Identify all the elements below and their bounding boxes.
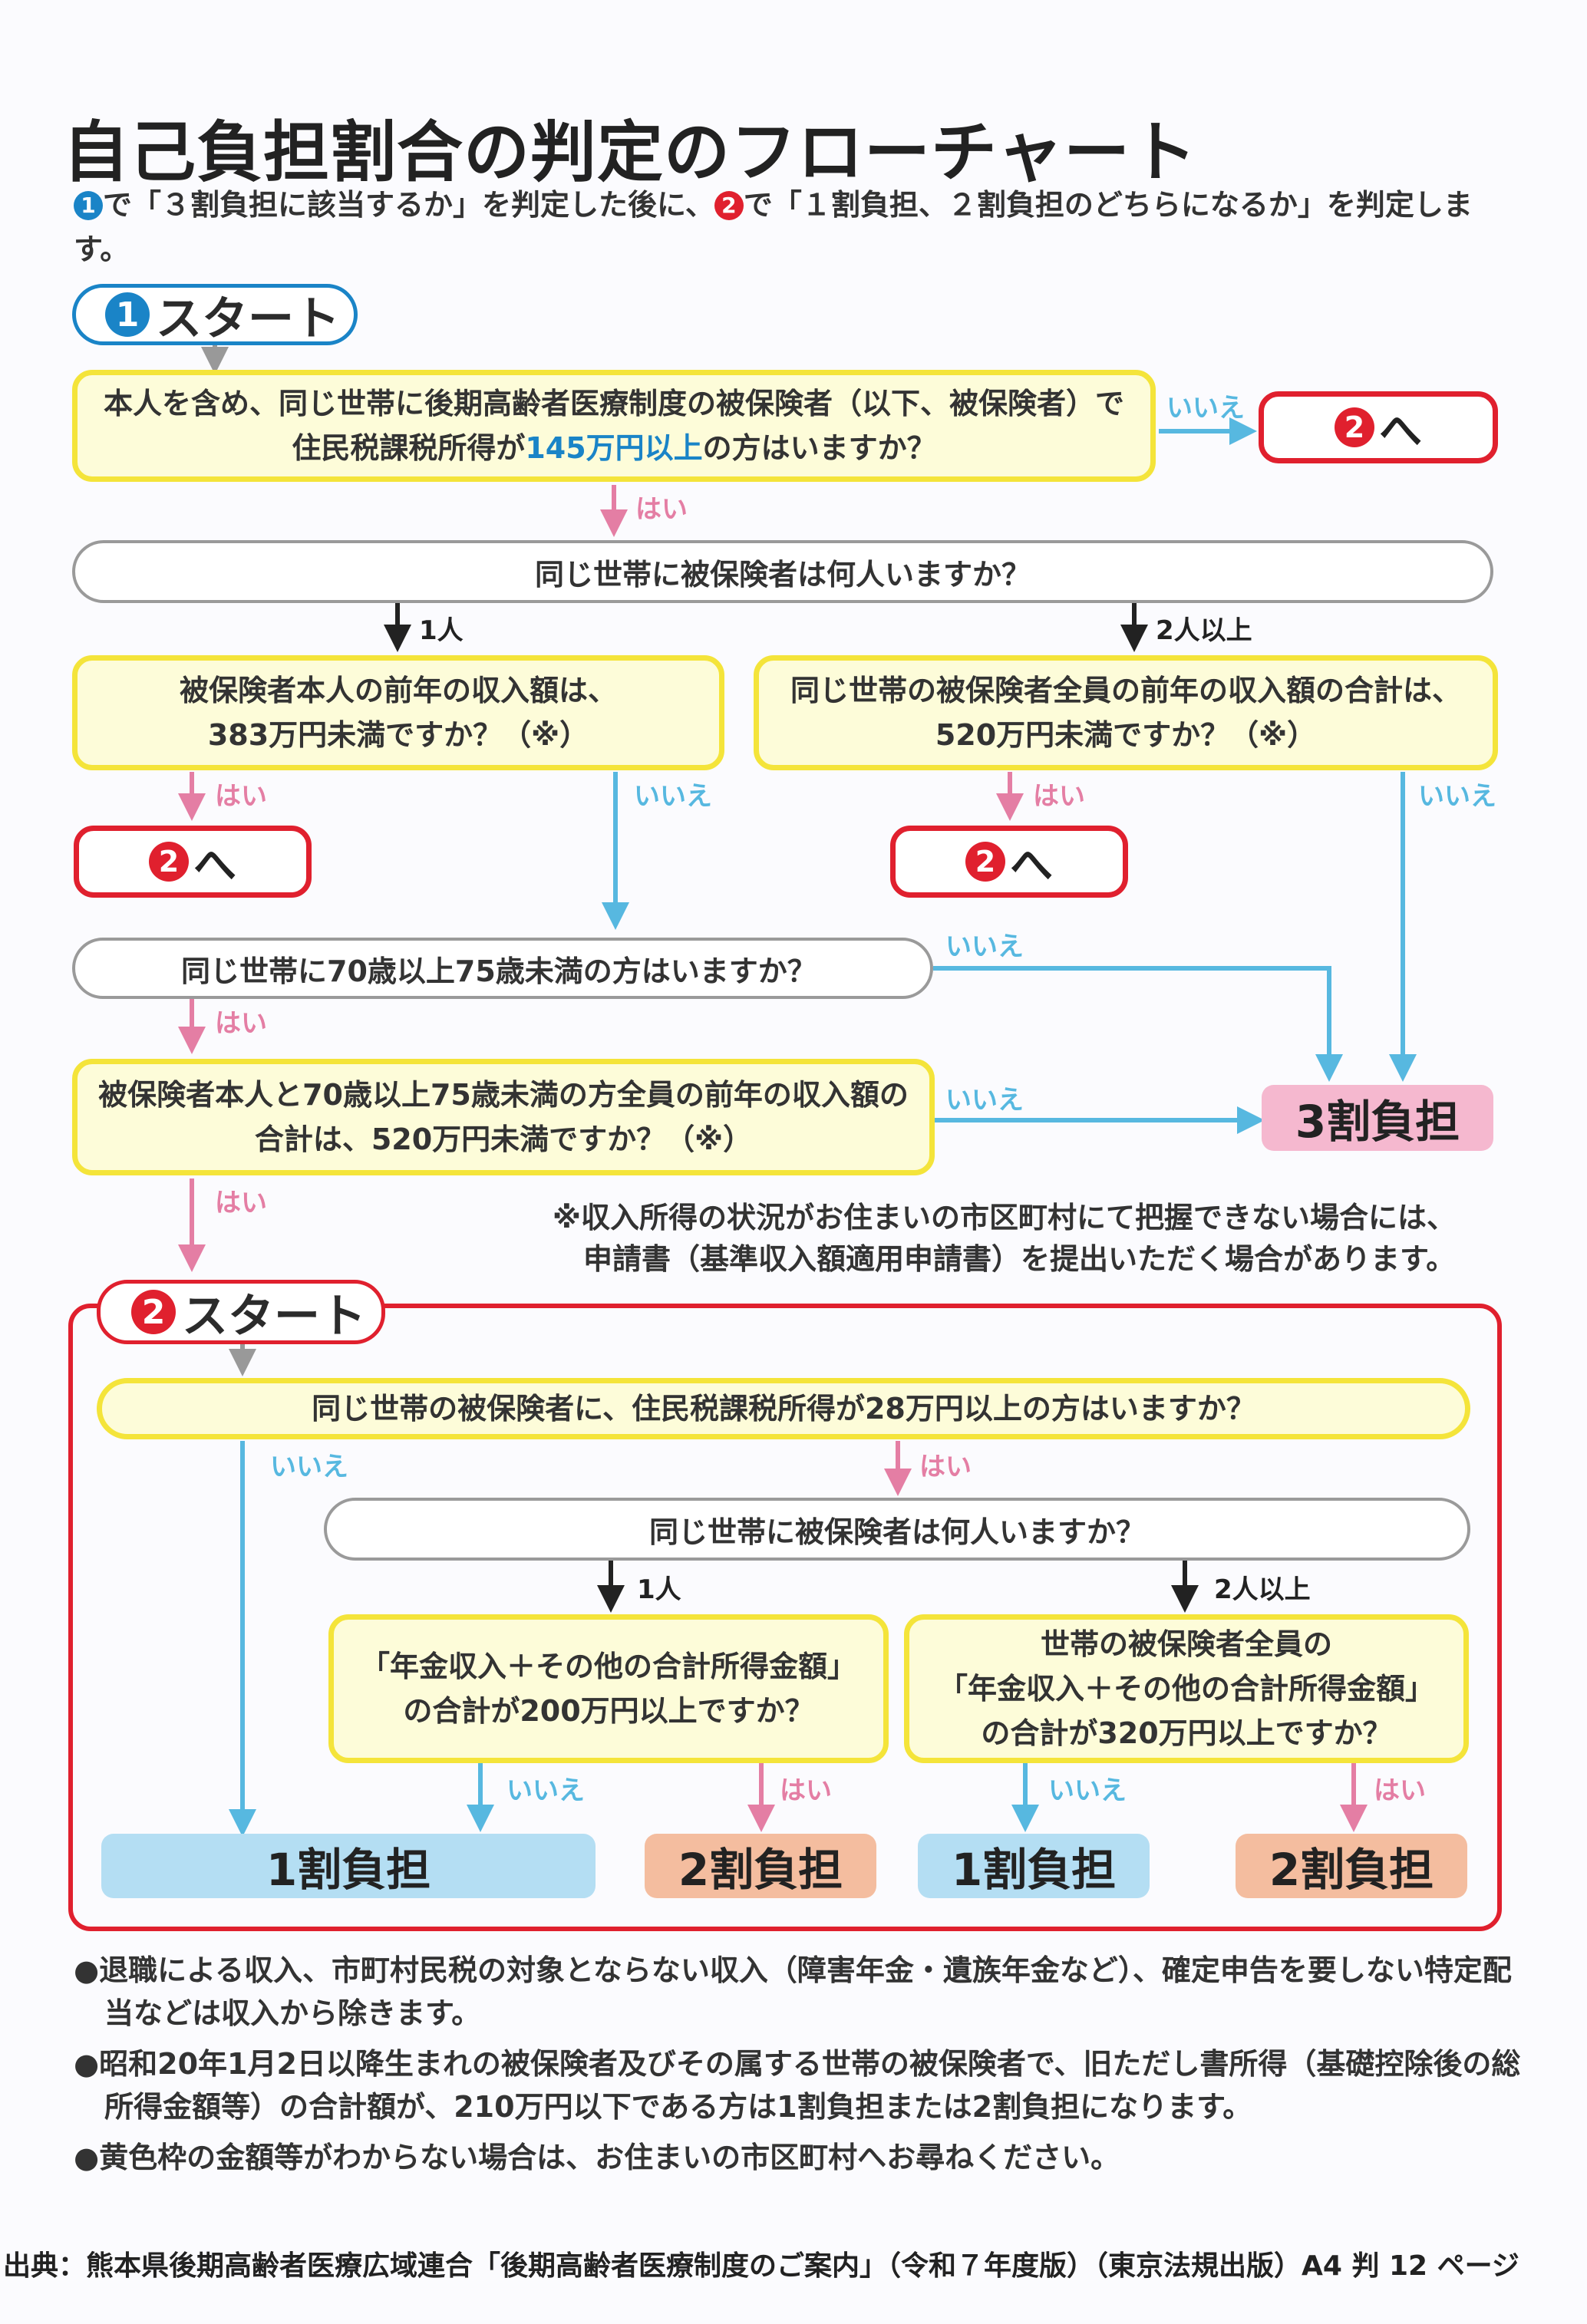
q5-box: 同じ世帯に70歳以上75歳未満の方はいますか？ <box>72 938 933 999</box>
q6-line1: 被保険者本人と70歳以上75歳未満の方全員の前年の収入額の <box>98 1078 909 1112</box>
q4-box: 同じ世帯の被保険者全員の前年の収入額の合計は、 520万円未満ですか？（※） <box>754 655 1498 770</box>
intro-part1: で「３割負担に該当するか」を判定した後に、 <box>103 188 714 222</box>
q9-line1: 「年金収入＋その他の合計所得金額」 <box>360 1650 856 1683</box>
q10-yes-label: はい <box>1374 1775 1426 1806</box>
result-2wari-b: 2割負担 <box>1236 1834 1467 1898</box>
q1-yes-label: はい <box>635 494 688 525</box>
intro-part2: で「１割負担、２割負担のどちらになるか」を判定します。 <box>74 188 1473 266</box>
goto-number: 2 <box>149 842 189 882</box>
q10-box: 世帯の被保険者全員の 「年金収入＋その他の合計所得金額」 の合計が320万円以上… <box>904 1614 1469 1763</box>
q4-no-label: いいえ <box>1418 781 1496 812</box>
q4-line2: 520万円未満ですか？（※） <box>935 718 1317 752</box>
footnote-item: ●昭和20年1月2日以降生まれの被保険者及びその属する世帯の被保険者で、旧ただし… <box>74 2047 1521 2124</box>
goto-number: 2 <box>965 842 1005 882</box>
q10-line2: 「年金収入＋その他の合計所得金額」 <box>938 1672 1434 1706</box>
start2-number: 2 <box>131 1290 176 1334</box>
page-title: 自己負担割合の判定のフローチャート <box>63 114 1198 191</box>
q8-one-label: 1人 <box>637 1574 681 1605</box>
footnote-item: ●黄色枠の金額等がわからない場合は、お住まいの市区町村へお尋ねください。 <box>74 2141 1120 2174</box>
start2-badge: 2 スタート <box>97 1280 385 1344</box>
q1-no-label: いいえ <box>1166 393 1245 424</box>
result-1wari-a: 1割負担 <box>101 1834 596 1898</box>
footnote-item: ●退職による収入、市町村民税の対象とならない収入（障害年金・遺族年金など）、確定… <box>74 1953 1512 2030</box>
q8-box: 同じ世帯に被保険者は何人いますか？ <box>324 1498 1470 1561</box>
q6-line2: 合計は、520万円未満ですか？（※） <box>254 1122 753 1156</box>
q5-no-label: いいえ <box>945 931 1024 962</box>
income-note: ※収入所得の状況がお住まいの市区町村にて把握できない場合には、 申請書（基準収入… <box>553 1197 1512 1280</box>
q7-yes-label: はい <box>919 1452 972 1482</box>
q4-yes-label: はい <box>1033 781 1085 812</box>
q6-yes-label: はい <box>215 1188 267 1218</box>
q9-line2: の合計が200万円以上ですか？ <box>403 1694 814 1728</box>
source-citation: 出典：熊本県後期高齢者医療広域連合「後期高齢者医療制度のご案内」（令和７年度版）… <box>3 2250 1519 2282</box>
result-1wari-b: 1割負担 <box>918 1834 1150 1898</box>
q5-yes-label: はい <box>215 1008 267 1039</box>
q10-no-label: いいえ <box>1048 1775 1127 1806</box>
q2-one-label: 1人 <box>419 615 464 646</box>
start2-label: スタート <box>182 1289 366 1343</box>
q3-line1: 被保険者本人の前年の収入額は、 <box>179 674 617 707</box>
q1-line2-post: の方はいますか？ <box>702 431 936 465</box>
q6-box: 被保険者本人と70歳以上75歳未満の方全員の前年の収入額の 合計は、520万円未… <box>72 1059 935 1175</box>
q10-line1: 世帯の被保険者全員の <box>1040 1627 1332 1661</box>
q1-line2-pre: 住民税課税所得が <box>292 431 526 465</box>
goto-number: 2 <box>1335 407 1374 447</box>
note-line2: 申請書（基準収入額適用申請書）を提出いただく場合があります。 <box>583 1242 1456 1276</box>
goto-label: へ <box>1010 840 1053 891</box>
step2-badge: 2 <box>714 191 744 220</box>
q1-line1: 本人を含め、同じ世帯に後期高齢者医療制度の被保険者（以下、被保険者）で <box>103 387 1124 420</box>
goto-label: へ <box>1379 406 1422 457</box>
q3-line2: 383万円未満ですか？（※） <box>207 718 589 752</box>
q3-no-label: いいえ <box>634 781 712 812</box>
q8-two-label: 2人以上 <box>1214 1574 1311 1605</box>
q7-box: 同じ世帯の被保険者に、住民税課税所得が28万円以上の方はいますか？ <box>97 1378 1470 1439</box>
q6-no-label: いいえ <box>945 1085 1024 1116</box>
q9-box: 「年金収入＋その他の合計所得金額」 の合計が200万円以上ですか？ <box>328 1614 889 1763</box>
q7-no-label: いいえ <box>270 1452 348 1482</box>
result-2wari-a: 2割負担 <box>645 1834 876 1898</box>
start1-number: 1 <box>105 292 150 337</box>
goto-label: へ <box>193 840 236 891</box>
step1-badge: 1 <box>74 191 103 220</box>
q1-box: 本人を含め、同じ世帯に後期高齢者医療制度の被保険者（以下、被保険者）で 住民税課… <box>72 370 1156 482</box>
q9-no-label: いいえ <box>506 1775 585 1806</box>
note-line1: ※収入所得の状況がお住まいの市区町村にて把握できない場合には、 <box>553 1201 1456 1235</box>
result-3wari: 3割負担 <box>1262 1085 1493 1151</box>
footnotes: ●退職による収入、市町村民税の対象とならない収入（障害年金・遺族年金など）、確定… <box>74 1949 1532 2187</box>
q9-yes-label: はい <box>780 1775 832 1806</box>
q2-box: 同じ世帯に被保険者は何人いますか？ <box>72 540 1493 603</box>
q1-highlight: 145万円以上 <box>525 431 703 465</box>
q2-two-label: 2人以上 <box>1156 615 1252 646</box>
q4-line1: 同じ世帯の被保険者全員の前年の収入額の合計は、 <box>790 674 1461 707</box>
q10-line3: の合計が320万円以上ですか？ <box>981 1716 1392 1750</box>
start1-label: スタート <box>156 292 340 346</box>
q3-box: 被保険者本人の前年の収入額は、 383万円未満ですか？（※） <box>72 655 724 770</box>
section2-frame <box>68 1304 1502 1931</box>
q3-yes-label: はい <box>215 781 267 812</box>
start1-badge: 1 スタート <box>72 284 358 346</box>
